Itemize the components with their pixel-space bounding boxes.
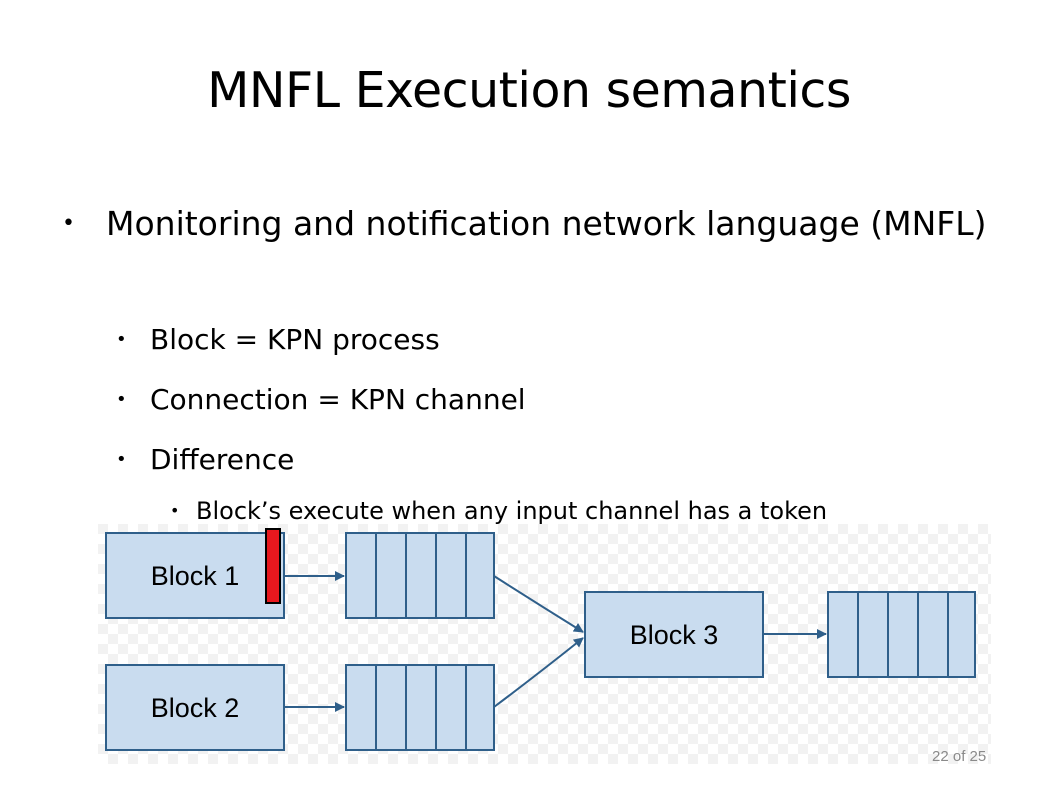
block-1-box bbox=[105, 532, 285, 619]
block-3-label: Block 3 bbox=[630, 620, 719, 650]
queue-slot bbox=[405, 532, 437, 619]
queue-slot bbox=[375, 664, 407, 751]
bullet-text: Block = KPN process bbox=[150, 323, 440, 356]
bullet-dot: • bbox=[116, 449, 127, 470]
bullet-mnfl: • Monitoring and notification network la… bbox=[62, 200, 1022, 248]
bullet-dot: • bbox=[116, 389, 127, 410]
bullet-connection: • Connection = KPN channel bbox=[116, 380, 526, 420]
queue-slot bbox=[345, 664, 377, 751]
bullet-difference: • Difference bbox=[116, 440, 294, 480]
queue-slot bbox=[465, 664, 495, 751]
kpn-diagram: Block 1 Block 2 Block 3 bbox=[98, 524, 991, 764]
bullet-text: Difference bbox=[150, 443, 295, 476]
queue-slot bbox=[827, 591, 859, 678]
queue-3 bbox=[827, 591, 976, 678]
queue-slot bbox=[857, 591, 889, 678]
queue-slot bbox=[405, 664, 437, 751]
bullet-text: Connection = KPN channel bbox=[150, 383, 526, 416]
bullet-dot: • bbox=[170, 501, 180, 520]
block-2-label: Block 2 bbox=[151, 693, 240, 723]
slide-title: MNFL Execution semantics bbox=[207, 62, 851, 119]
queue-1 bbox=[345, 532, 495, 619]
bullet-text: Monitoring and notification network lang… bbox=[106, 204, 987, 243]
token-marker bbox=[265, 528, 281, 604]
bullet-block: • Block = KPN process bbox=[116, 320, 440, 360]
block-1-label: Block 1 bbox=[151, 561, 240, 591]
queue-slot bbox=[465, 532, 495, 619]
arrow-queue1-block3 bbox=[493, 575, 584, 633]
block-2-box bbox=[105, 664, 285, 751]
queue-slot bbox=[375, 532, 407, 619]
arrow-queue2-block3 bbox=[493, 637, 584, 708]
queue-slot bbox=[917, 591, 949, 678]
queue-slot bbox=[435, 664, 467, 751]
bullet-dot: • bbox=[116, 329, 127, 350]
queue-slot bbox=[947, 591, 976, 678]
queue-slot bbox=[435, 532, 467, 619]
bullet-execute: • Block’s execute when any input channel… bbox=[170, 494, 827, 528]
block-3-box bbox=[584, 591, 764, 678]
queue-slot bbox=[345, 532, 377, 619]
bullet-text: Block’s execute when any input channel h… bbox=[196, 497, 828, 525]
page-number: 22 of 25 bbox=[932, 748, 987, 765]
bullet-dot: • bbox=[62, 211, 75, 236]
queue-2 bbox=[345, 664, 495, 751]
queue-slot bbox=[887, 591, 919, 678]
